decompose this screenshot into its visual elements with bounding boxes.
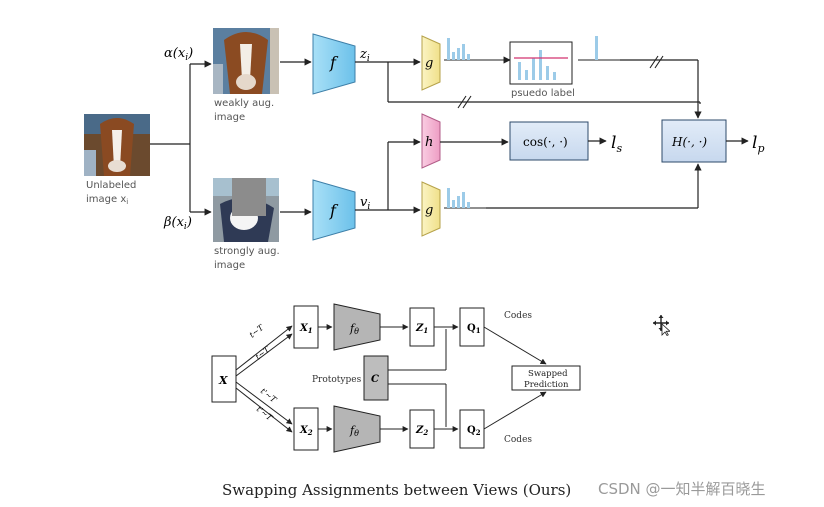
codes-top-label: Codes: [504, 311, 532, 321]
q2-label: Q2: [467, 425, 481, 437]
histogram-bottom-icon: [444, 188, 486, 209]
x-label: X: [218, 374, 228, 387]
z1-label: Z1: [415, 323, 428, 335]
g-bottom-shape: [421, 181, 441, 237]
z-i-label: zi: [359, 47, 370, 64]
codes-bottom-label: Codes: [504, 435, 532, 445]
caption: Swapping Assignments between Views (Ours…: [222, 481, 571, 499]
lp-label: lp: [752, 133, 764, 155]
beta-label: β(xi): [163, 215, 192, 232]
c-label: C: [371, 374, 379, 385]
strong-aug-label: strongly aug.: [214, 246, 280, 257]
unlabeled-image: [84, 114, 150, 176]
H-label: H(·, ·): [671, 135, 707, 149]
x2-box: [293, 407, 319, 451]
weak-aug-label-2: image: [214, 112, 245, 123]
c-box: [363, 355, 389, 401]
f-theta-bottom-shape: [333, 405, 381, 453]
swapped-prediction-box: [511, 365, 581, 391]
t2-a-label: t'~T: [259, 386, 279, 404]
g-top-label: g: [425, 56, 433, 71]
g-top-shape: [421, 35, 441, 91]
prototypes-label: Prototypes: [312, 375, 362, 385]
alpha-label: α(xi): [164, 46, 193, 63]
cos-box: [509, 121, 589, 161]
z2-label: Z2: [415, 425, 428, 437]
x1-box: [293, 305, 319, 349]
prediction-label: Prediction: [524, 380, 569, 390]
q1-label: Q1: [467, 323, 481, 335]
swapped-label: Swapped: [528, 369, 568, 379]
x1-label: X1: [299, 323, 313, 335]
g-bottom-label: g: [425, 203, 433, 218]
cos-label: cos(·, ·): [523, 135, 568, 149]
f-theta-bottom-label: fθ: [349, 424, 359, 438]
ls-label: ls: [611, 133, 622, 155]
H-box: [661, 119, 727, 163]
weak-aug-image: [213, 28, 279, 94]
pseudo-label-text: psuedo label: [511, 88, 575, 99]
histogram-top-icon: [444, 38, 506, 61]
f-theta-top-label: fθ: [349, 322, 359, 336]
h-shape: [421, 113, 441, 169]
strong-aug-label-2: image: [214, 260, 245, 271]
q1-box: [459, 307, 485, 347]
v-i-label: vi: [360, 195, 370, 212]
x2-label: X2: [299, 425, 313, 437]
t1-b-label: t~T: [254, 345, 272, 362]
csdn-watermark: CSDN @一知半解百晓生: [598, 480, 766, 498]
move-cursor-icon: [653, 315, 670, 336]
one-hot-icon: [578, 36, 620, 61]
f-theta-top-shape: [333, 303, 381, 351]
encoder-top-shape: [312, 33, 356, 95]
x-box: [211, 355, 237, 403]
encoder-top-label: f: [329, 53, 339, 72]
weak-aug-label: weakly aug.: [214, 98, 274, 109]
unlabeled-label: Unlabeled: [86, 180, 136, 191]
encoder-bottom-shape: [312, 179, 356, 241]
strong-aug-image: [213, 178, 279, 242]
pseudo-label-plot: [509, 41, 573, 85]
t1-a-label: t~T: [248, 323, 266, 340]
unlabeled-label-2: image xi: [86, 194, 128, 206]
z1-box: [409, 307, 435, 347]
h-label: h: [425, 135, 433, 150]
encoder-bottom-label: f: [329, 201, 339, 220]
t2-b-label: t'~T: [255, 404, 275, 422]
